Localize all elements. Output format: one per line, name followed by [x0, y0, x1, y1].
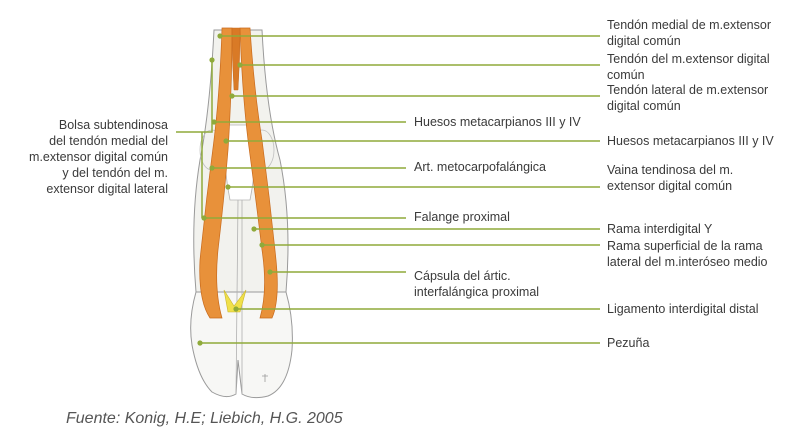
dot-falange	[201, 215, 207, 221]
tendon-central-shape	[231, 27, 241, 91]
dot-rama-interdigital	[251, 226, 257, 232]
source-caption: Fuente: Konig, H.E; Liebich, H.G. 2005	[66, 410, 343, 427]
hoof-mark	[262, 374, 268, 382]
label-capsula: Cápsula del ártic.interfalángica proxima…	[414, 269, 540, 299]
label-vaina: Vaina tendinosa del m.extensor digital c…	[607, 163, 734, 193]
dot-vaina	[225, 184, 231, 190]
label-metacarpal-right: Huesos metacarpianos III y IV	[607, 134, 774, 148]
leader-lines	[176, 35, 600, 344]
label-pezuna: Pezuña	[607, 336, 650, 350]
dot-metacarpal-mid	[211, 119, 217, 125]
dot-capsula	[267, 269, 273, 275]
ligament-interdigital	[223, 289, 247, 313]
pezuna-outline	[190, 291, 293, 399]
dot-art-metacarpo	[209, 165, 215, 171]
label-metacarpal-mid: Huesos metacarpianos III y IV	[414, 115, 581, 129]
label-falange: Falange proximal	[414, 210, 510, 224]
label-art-metacarpo: Art. metocarpofalángica	[414, 160, 547, 174]
dot-ligamento	[233, 306, 239, 312]
label-rama-interdigital: Rama interdigital Y	[607, 222, 713, 236]
dot-tendon-lateral	[229, 93, 235, 99]
dot-metacarpal-right	[223, 138, 229, 144]
dot-pezuna	[197, 340, 203, 346]
dot-tendon-medial	[217, 33, 223, 39]
leader-dots	[197, 33, 273, 346]
dot-tendon-ext-digital	[237, 62, 243, 68]
label-ligamento: Ligamento interdigital distal	[607, 302, 759, 316]
foot-drawing	[190, 27, 293, 399]
leader-bolsa	[176, 60, 213, 133]
dot-bolsa-top	[209, 57, 215, 63]
dot-rama-superficial	[259, 242, 265, 248]
tendon-medial-shape	[199, 27, 233, 319]
